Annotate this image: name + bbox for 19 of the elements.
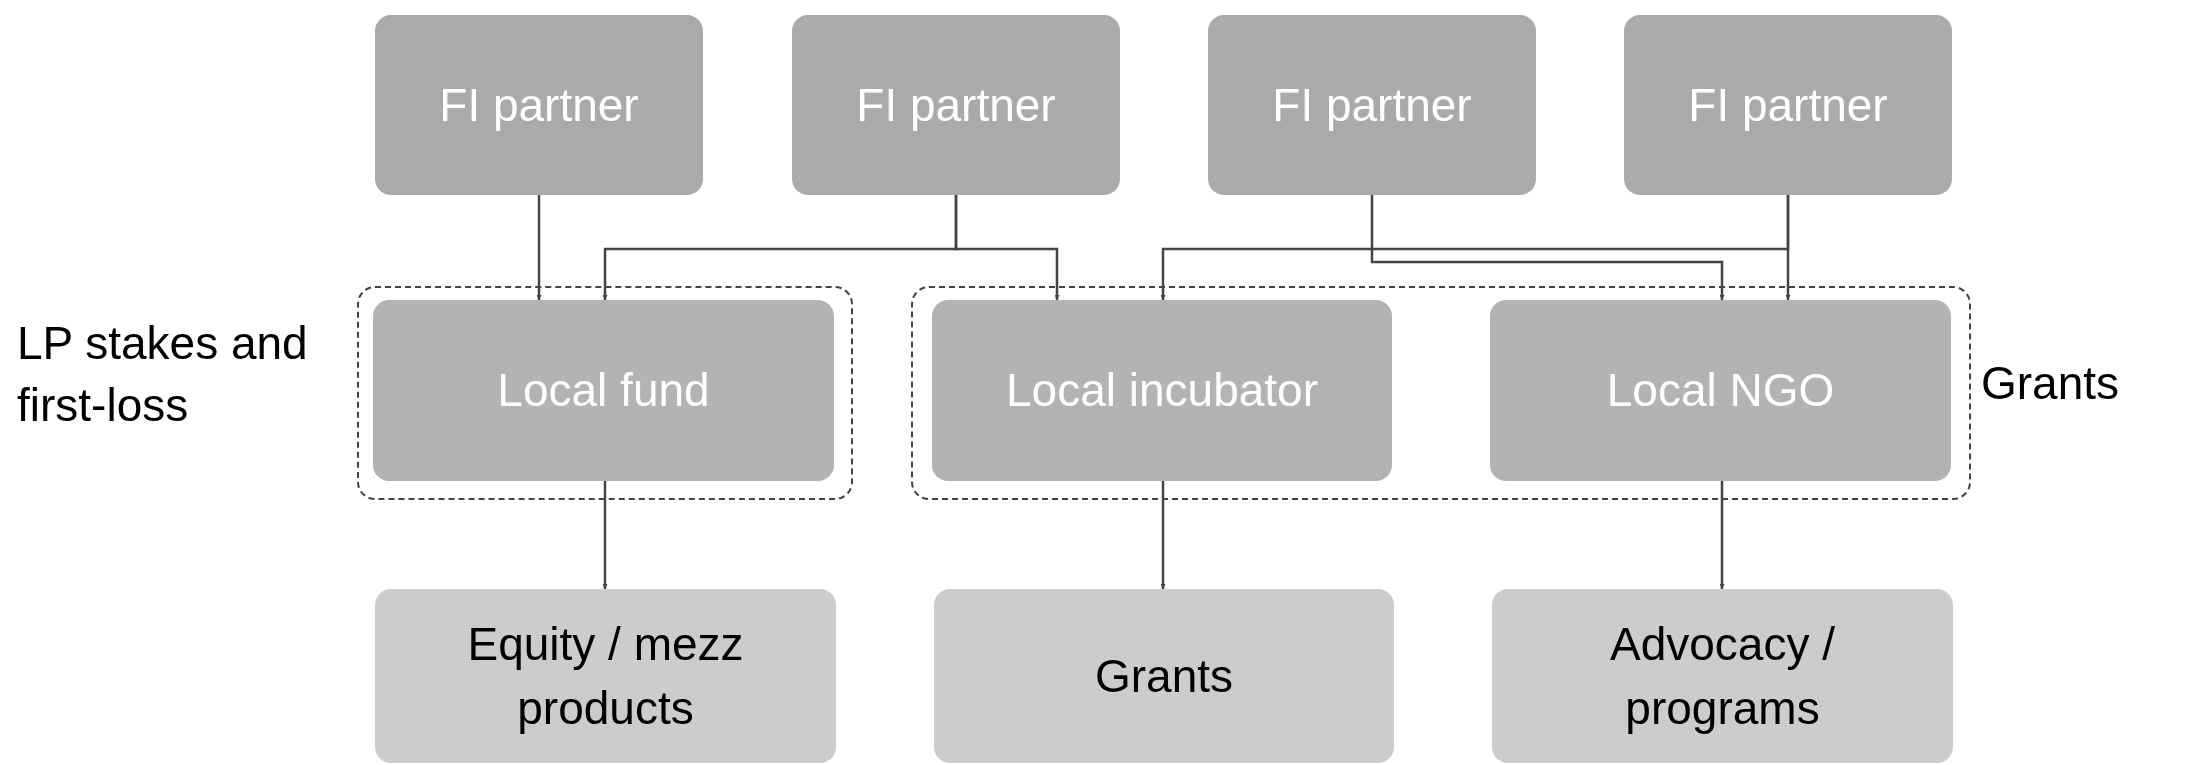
arrow bbox=[602, 479, 608, 589]
arrow bbox=[1785, 193, 1791, 300]
arrow bbox=[536, 193, 542, 300]
process-box: FI partner bbox=[1208, 15, 1536, 195]
group-label: LP stakes and first-loss bbox=[17, 316, 309, 434]
process-box: FI partner bbox=[375, 15, 703, 195]
process-box: Local NGO bbox=[1490, 300, 1951, 481]
process-box: Grants bbox=[934, 589, 1394, 763]
process-box: FI partner bbox=[1624, 15, 1952, 195]
group-label: Grants bbox=[1981, 356, 2120, 411]
process-box: Local fund bbox=[373, 300, 834, 481]
arrow bbox=[954, 195, 1060, 300]
arrow bbox=[1160, 479, 1166, 589]
process-box: Advocacy / programs bbox=[1492, 589, 1953, 763]
arrow bbox=[1719, 479, 1725, 589]
process-box: Local incubator bbox=[932, 300, 1392, 481]
arrow bbox=[1370, 195, 1725, 300]
process-box: Equity / mezz products bbox=[375, 589, 836, 763]
process-box: FI partner bbox=[792, 15, 1120, 195]
